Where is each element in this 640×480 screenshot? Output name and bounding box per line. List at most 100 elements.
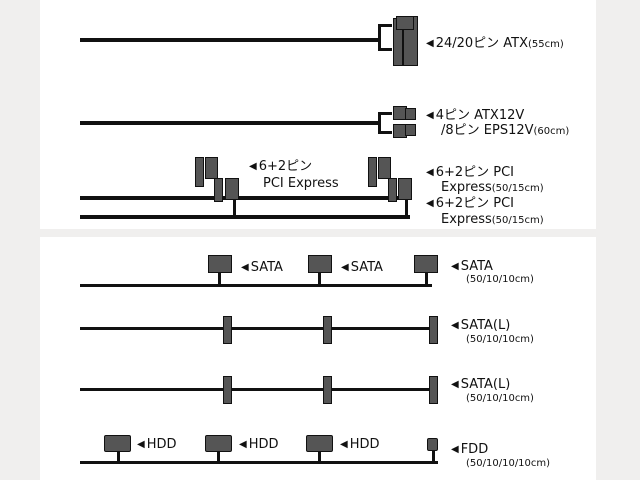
atx-cable-bend bbox=[378, 25, 381, 50]
sata-l2-label-text: SATA(L) bbox=[460, 377, 511, 392]
arrow-icon: ◀ bbox=[426, 167, 434, 178]
pci-connector-1a bbox=[195, 157, 204, 187]
pci-connector-1b bbox=[205, 157, 218, 179]
pci-connector-4b bbox=[398, 178, 412, 200]
hdd2-text: HDD bbox=[248, 437, 279, 452]
hdd-connector-2 bbox=[205, 435, 232, 452]
pci-connector-2a bbox=[214, 178, 223, 202]
arrow-icon: ◀ bbox=[426, 38, 434, 49]
arrow-icon: ◀ bbox=[451, 320, 459, 331]
sata-cable bbox=[80, 284, 432, 287]
sata-size: (50/10/10cm) bbox=[466, 274, 534, 285]
sata-l1-connector-3 bbox=[429, 316, 438, 344]
hdd3-text: HDD bbox=[349, 437, 380, 452]
sata-drop-3 bbox=[425, 272, 428, 286]
atx-label: ◀24/20ピン ATX(55cm) bbox=[426, 37, 564, 50]
eps-connector-lower-2 bbox=[405, 124, 416, 136]
pci2-size: (50/15cm) bbox=[491, 215, 544, 226]
sata-label: ◀SATA bbox=[451, 260, 493, 273]
hdd-label-2: ◀HDD bbox=[239, 438, 279, 451]
sata-l2-cable bbox=[80, 388, 435, 391]
arrow-icon: ◀ bbox=[241, 262, 249, 273]
eps-cable-bend bbox=[378, 112, 381, 134]
sata-l1-connector-2 bbox=[323, 316, 332, 344]
eps-connector-upper-2 bbox=[405, 108, 416, 120]
arrow-icon: ◀ bbox=[451, 379, 459, 390]
pci2-label: ◀6+2ピン PCI bbox=[426, 197, 514, 210]
pci-cable-2 bbox=[80, 215, 410, 219]
pci1-line2: Express bbox=[441, 180, 492, 195]
fdd-connector bbox=[427, 438, 438, 451]
eps-cable-top bbox=[378, 112, 392, 115]
arrow-icon: ◀ bbox=[340, 439, 348, 450]
pci2-line2: Express bbox=[441, 212, 492, 227]
pci-branch-b bbox=[233, 196, 236, 216]
pci2-label-2: Express(50/15cm) bbox=[441, 213, 544, 226]
eps-label-line2: /8ピン EPS12V bbox=[441, 123, 534, 138]
arrow-icon: ◀ bbox=[451, 444, 459, 455]
arrow-icon: ◀ bbox=[451, 261, 459, 272]
sata-inline1-text: SATA bbox=[250, 260, 283, 275]
pci-cable-1 bbox=[80, 196, 410, 200]
hdd1-text: HDD bbox=[146, 437, 177, 452]
eps-label-2: /8ピン EPS12V(60cm) bbox=[441, 124, 569, 137]
sata-l2-connector-3 bbox=[429, 376, 438, 404]
hdd-drop-2 bbox=[217, 450, 220, 463]
pci-inline-line1: 6+2ピン bbox=[258, 159, 313, 174]
pci-connector-4a bbox=[388, 178, 397, 202]
eps-cable-bottom bbox=[378, 131, 392, 134]
fdd-label-text: FDD bbox=[460, 442, 489, 457]
atx-connector-cap bbox=[396, 16, 414, 30]
sata-drop-1 bbox=[218, 272, 221, 286]
pci-inline-line2: PCI Express bbox=[263, 176, 339, 191]
hdd-drop-1 bbox=[117, 450, 120, 463]
eps-cable bbox=[80, 121, 380, 125]
fdd-drop bbox=[432, 450, 435, 463]
sata-connector-2 bbox=[308, 255, 332, 273]
sata-inline-label-1: ◀SATA bbox=[241, 261, 283, 274]
pci1-line1: 6+2ピン PCI bbox=[435, 165, 515, 180]
pci2-line1: 6+2ピン PCI bbox=[435, 196, 515, 211]
pci1-label-2: Express(50/15cm) bbox=[441, 181, 544, 194]
sata-inline-label-2: ◀SATA bbox=[341, 261, 383, 274]
pci-connector-3b bbox=[378, 157, 391, 179]
arrow-icon: ◀ bbox=[426, 198, 434, 209]
sata-l2-size: (50/10/10cm) bbox=[466, 393, 534, 404]
sata-drop-2 bbox=[318, 272, 321, 286]
pci1-size: (50/15cm) bbox=[491, 183, 544, 194]
eps-label: ◀4ピン ATX12V bbox=[426, 109, 524, 122]
pci1-label: ◀6+2ピン PCI bbox=[426, 166, 514, 179]
fdd-label: ◀FDD bbox=[451, 443, 488, 456]
sata-l2-label: ◀SATA(L) bbox=[451, 378, 510, 391]
hdd-connector-1 bbox=[104, 435, 131, 452]
atx-size: (55cm) bbox=[528, 39, 564, 50]
pci-connector-3a bbox=[368, 157, 377, 187]
atx-label-text: 24/20ピン ATX bbox=[435, 36, 529, 51]
pci-connector-2b bbox=[225, 178, 239, 200]
arrow-icon: ◀ bbox=[426, 110, 434, 121]
sata-connector-3 bbox=[414, 255, 438, 273]
sata-inline2-text: SATA bbox=[350, 260, 383, 275]
sata-l1-label: ◀SATA(L) bbox=[451, 319, 510, 332]
eps-size: (60cm) bbox=[533, 126, 570, 137]
pci-inline-label-2: PCI Express bbox=[263, 177, 339, 190]
atx-cable-bottom bbox=[378, 48, 392, 51]
sata-label-text: SATA bbox=[460, 259, 493, 274]
sata-l2-connector-1 bbox=[223, 376, 232, 404]
fdd-cable bbox=[80, 461, 438, 464]
sata-l2-connector-2 bbox=[323, 376, 332, 404]
sata-l1-cable bbox=[80, 327, 435, 330]
atx-cable bbox=[80, 38, 380, 42]
sata-l1-size: (50/10/10cm) bbox=[466, 334, 534, 345]
hdd-label-3: ◀HDD bbox=[340, 438, 380, 451]
arrow-icon: ◀ bbox=[341, 262, 349, 273]
sata-l1-connector-1 bbox=[223, 316, 232, 344]
pci-branch-d bbox=[405, 196, 408, 216]
arrow-icon: ◀ bbox=[137, 439, 145, 450]
pci-inline-label: ◀6+2ピン bbox=[249, 160, 312, 173]
sata-connector-1 bbox=[208, 255, 232, 273]
arrow-icon: ◀ bbox=[239, 439, 247, 450]
hdd-connector-3 bbox=[306, 435, 333, 452]
sata-l1-label-text: SATA(L) bbox=[460, 318, 511, 333]
eps-label-line1: 4ピン ATX12V bbox=[435, 108, 525, 123]
